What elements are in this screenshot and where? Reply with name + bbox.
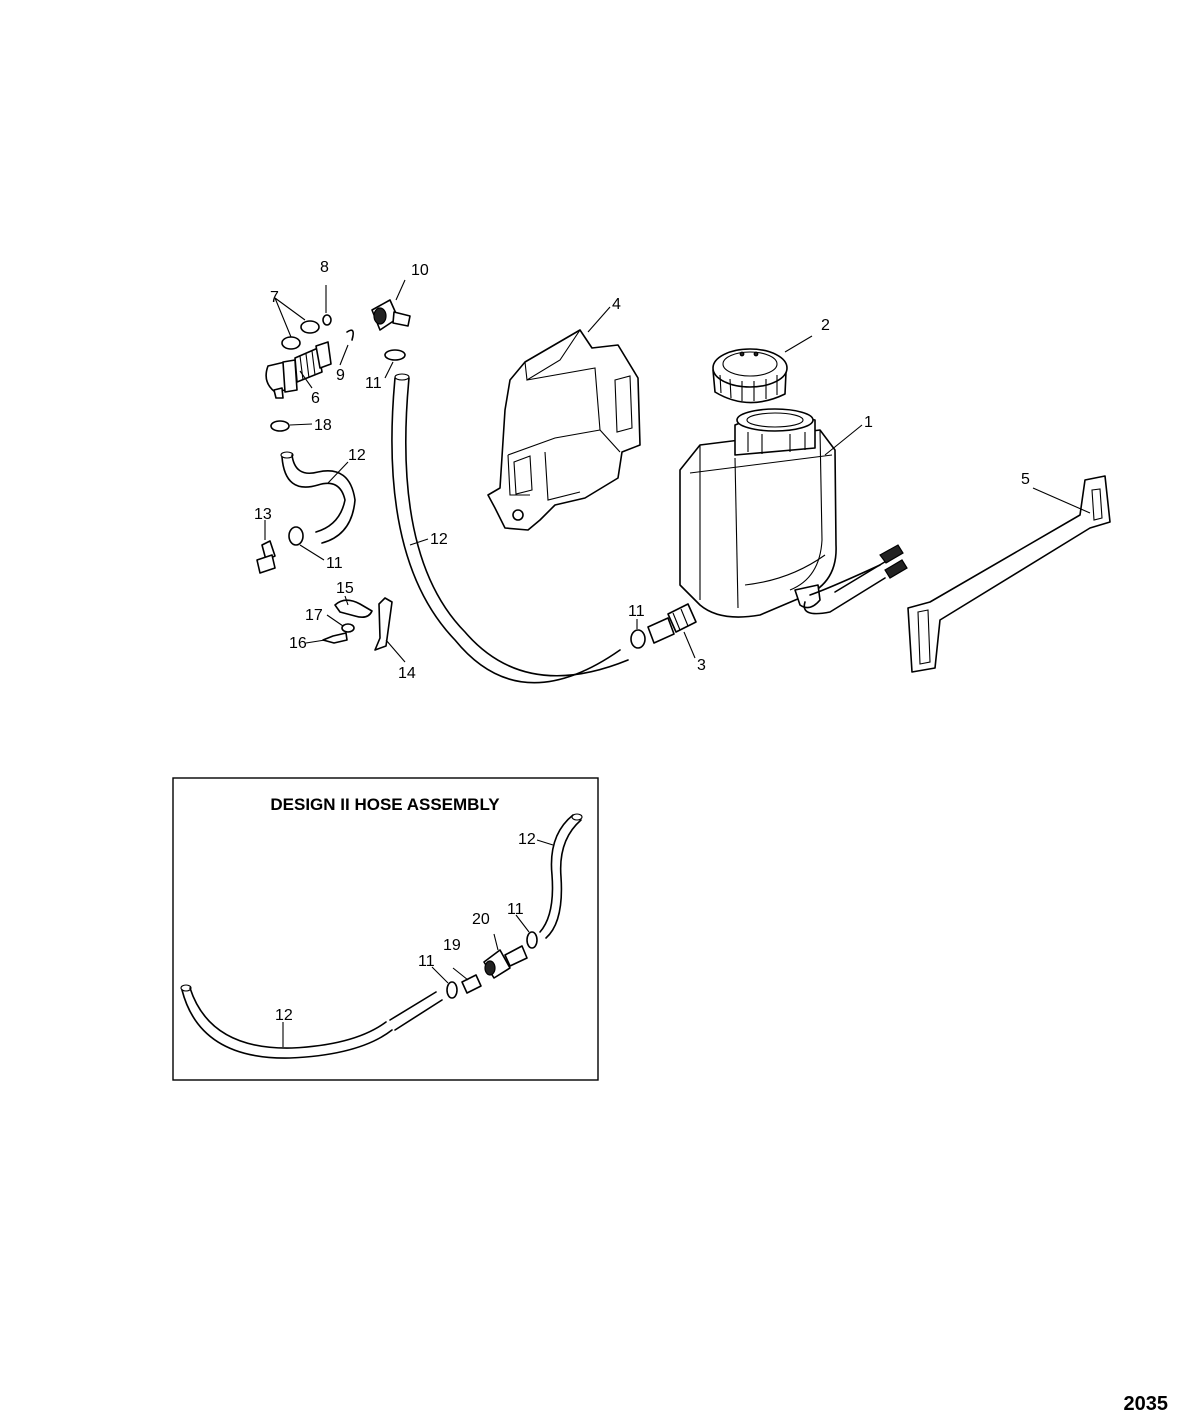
inset-callout-20: 20 bbox=[472, 911, 490, 928]
callout-18: 18 bbox=[314, 417, 332, 434]
tank-fitting bbox=[647, 603, 697, 644]
inset-clamp-lower bbox=[446, 981, 458, 999]
oil-tank bbox=[679, 408, 837, 618]
tank-strap bbox=[907, 475, 1111, 673]
figure-number: 2035 bbox=[1124, 1393, 1169, 1415]
short-hose bbox=[280, 451, 356, 544]
callout-10: 10 bbox=[411, 262, 429, 279]
callout-3: 3 bbox=[697, 657, 706, 674]
screw bbox=[322, 632, 348, 644]
inset-callout-11-b: 11 bbox=[418, 953, 435, 970]
inset-callout-12-b: 12 bbox=[275, 1007, 293, 1024]
o-rings bbox=[281, 320, 320, 350]
callout-11-c: 11 bbox=[628, 603, 645, 620]
main-callouts: 1 2 3 4 5 6 7 8 9 10 11 11 11 12 12 13 1… bbox=[254, 259, 1030, 682]
callout-16: 16 bbox=[289, 635, 307, 652]
callout-1: 1 bbox=[864, 414, 873, 431]
callout-12-b: 12 bbox=[430, 531, 448, 548]
callout-11-a: 11 bbox=[365, 375, 382, 392]
callout-13: 13 bbox=[254, 506, 272, 523]
clamp-18 bbox=[270, 420, 290, 432]
long-hose bbox=[391, 373, 629, 684]
washer bbox=[341, 623, 355, 633]
callout-17: 17 bbox=[305, 607, 323, 624]
barb-fitting bbox=[256, 540, 276, 574]
callout-9: 9 bbox=[336, 367, 345, 384]
callout-8: 8 bbox=[320, 259, 329, 276]
inset-callout-19: 19 bbox=[443, 937, 461, 954]
inset-callout-11-a: 11 bbox=[507, 901, 524, 918]
tank-bracket bbox=[487, 329, 641, 531]
callout-14: 14 bbox=[398, 665, 416, 682]
callout-4: 4 bbox=[612, 296, 621, 313]
tank-cap bbox=[712, 348, 788, 404]
sensor-wires bbox=[803, 544, 908, 615]
callout-11-b: 11 bbox=[326, 555, 343, 572]
mount-bracket bbox=[374, 597, 393, 651]
retainer-clip bbox=[346, 329, 354, 341]
small-o-ring bbox=[322, 314, 332, 326]
fitting-assembly bbox=[265, 341, 332, 399]
callout-6: 6 bbox=[311, 390, 320, 407]
callout-7: 7 bbox=[270, 289, 279, 306]
callout-2: 2 bbox=[821, 317, 830, 334]
leader-lines bbox=[264, 279, 1091, 663]
inset-design-ii: DESIGN II HOSE ASSEMBLY 12 11 20 19 11 bbox=[172, 777, 599, 1081]
callout-15: 15 bbox=[336, 580, 354, 597]
inset-fitting-19 bbox=[461, 974, 482, 994]
hose-clamps bbox=[288, 349, 646, 649]
inset-clamp-upper bbox=[526, 931, 538, 949]
elbow-fitting bbox=[371, 299, 411, 331]
callout-5: 5 bbox=[1021, 471, 1030, 488]
hose-clip bbox=[334, 599, 373, 618]
inset-callout-12-a: 12 bbox=[518, 831, 536, 848]
inset-title: DESIGN II HOSE ASSEMBLY bbox=[270, 795, 500, 814]
callout-12-a: 12 bbox=[348, 447, 366, 464]
